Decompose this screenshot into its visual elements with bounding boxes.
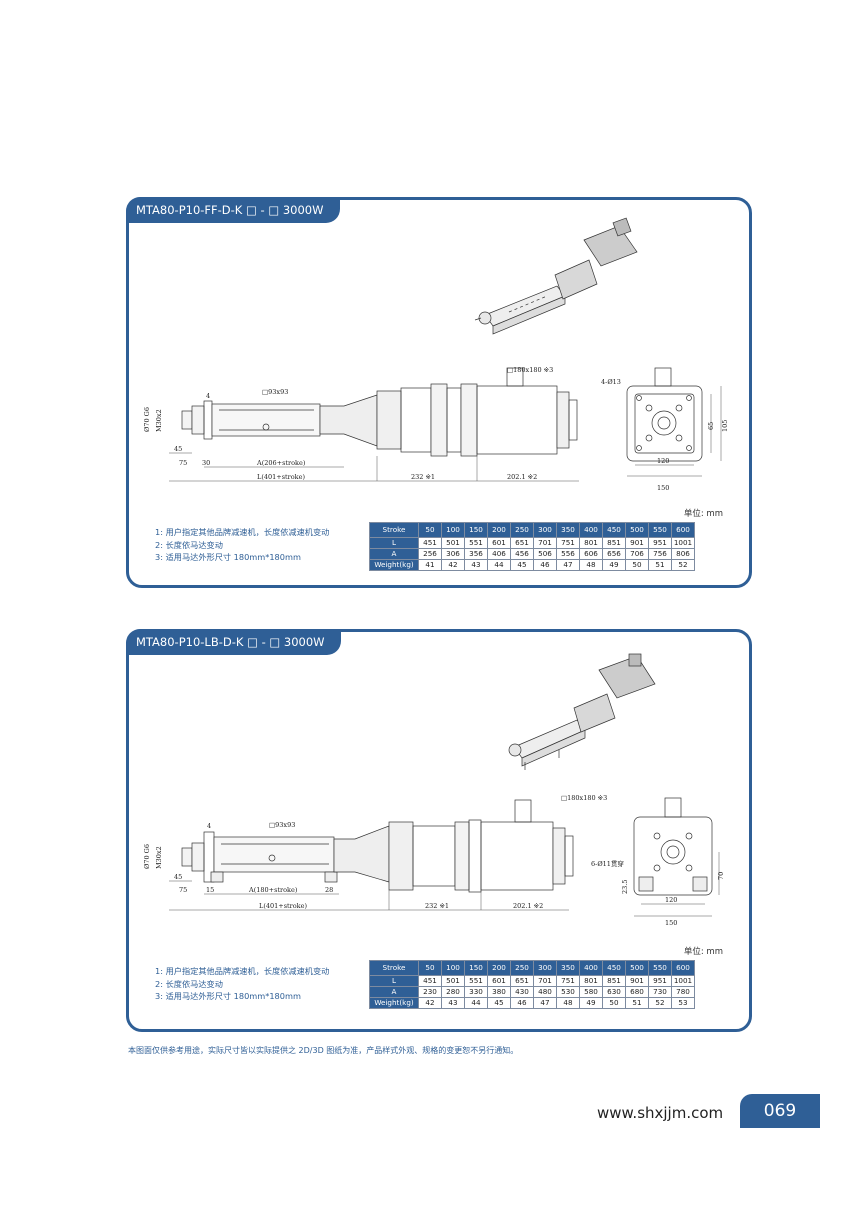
dim-23: 23.5 <box>621 880 629 894</box>
dimension-lines <box>169 852 720 917</box>
dim-phi: Ø70 G6 <box>143 407 151 432</box>
end-view <box>633 797 713 896</box>
dim-4: 4 <box>207 822 211 830</box>
dim-30: 30 <box>202 459 210 467</box>
dim-holes: 4-Ø13 <box>601 378 621 386</box>
disclaimer: 本图面仅供参考用途，实际尺寸皆以实际提供之 2D/3D 图纸为准，产品样式外观、… <box>128 1046 519 1055</box>
product-panel-ff: MTA80-P10-FF-D-K □ - □ 3000W <box>126 197 752 588</box>
dim-45: 45 <box>174 445 182 453</box>
dim-thread: M30x2 <box>155 846 163 869</box>
dim-28: 28 <box>325 886 333 894</box>
end-view <box>626 367 703 462</box>
dim-flange: □180x180 ※3 <box>507 366 553 374</box>
dim-65: 65 <box>707 422 715 430</box>
technical-drawing: □93x93 □180x180 ※3 4-Ø13 4 Ø70 G6 M30x2 … <box>143 217 729 492</box>
dim-70: 70 <box>717 872 725 880</box>
side-view <box>181 367 578 457</box>
note-3: 3: 适用马达外形尺寸 180mm*180mm <box>155 552 301 562</box>
dim-202: 202.1 ※2 <box>513 902 543 910</box>
dim-75: 75 <box>179 886 187 894</box>
dim-150: 150 <box>665 919 677 927</box>
technical-drawing: □93x93 □180x180 ※3 6-Ø11贯穿 4 Ø70 G6 M30x… <box>143 653 725 927</box>
panel-title: MTA80-P10-FF-D-K □ - □ 3000W <box>126 197 340 223</box>
dim-75: 75 <box>179 459 187 467</box>
note-3: 3: 适用马达外形尺寸 180mm*180mm <box>155 991 301 1001</box>
dim-150: 150 <box>657 484 669 492</box>
dim-a: A(180+stroke) <box>248 886 298 894</box>
dim-square: □93x93 <box>262 388 288 396</box>
unit-label: 单位: mm <box>683 509 723 519</box>
note-2: 2: 长度依马达变动 <box>155 539 223 550</box>
dim-120: 120 <box>657 457 669 465</box>
dim-232: 232 ※1 <box>411 473 435 481</box>
dim-square: □93x93 <box>269 821 295 829</box>
note-2: 2: 长度依马达变动 <box>155 978 223 989</box>
product-panel-lb: MTA80-P10-LB-D-K □ - □ 3000W <box>126 629 752 1032</box>
dim-l: L(401+stroke) <box>257 473 305 481</box>
dim-202: 202.1 ※2 <box>507 473 537 481</box>
side-view <box>181 799 574 893</box>
dim-phi: Ø70 G6 <box>143 844 151 869</box>
dim-15: 15 <box>206 886 214 894</box>
unit-label: 单位: mm <box>683 947 723 957</box>
note-1: 1: 用户指定其他品牌减速机，长度依减速机变动 <box>155 527 330 537</box>
dim-flange: □180x180 ※3 <box>561 794 607 802</box>
dim-a: A(206+stroke) <box>256 459 306 467</box>
panel-title: MTA80-P10-LB-D-K □ - □ 3000W <box>126 629 341 655</box>
dim-l: L(401+stroke) <box>259 902 307 910</box>
isometric-view <box>474 217 638 335</box>
website-link[interactable]: www.shxjjm.com <box>597 1104 724 1122</box>
dim-45: 45 <box>174 873 182 881</box>
page-number: 069 <box>740 1094 820 1128</box>
notes: 1: 用户指定其他品牌减速机，长度依减速机变动 2: 长度依马达变动 3: 适用… <box>155 526 329 564</box>
dim-105: 105 <box>721 420 729 432</box>
dim-thread: M30x2 <box>155 409 163 432</box>
dimension-lines <box>169 386 722 482</box>
dim-4: 4 <box>206 392 210 400</box>
notes: 1: 用户指定其他品牌减速机，长度依减速机变动 2: 长度依马达变动 3: 适用… <box>155 965 329 1003</box>
note-1: 1: 用户指定其他品牌减速机，长度依减速机变动 <box>155 966 330 976</box>
dim-232: 232 ※1 <box>425 902 449 910</box>
isometric-view <box>508 653 656 770</box>
dim-holes: 6-Ø11贯穿 <box>591 859 624 868</box>
dim-120: 120 <box>665 896 677 904</box>
